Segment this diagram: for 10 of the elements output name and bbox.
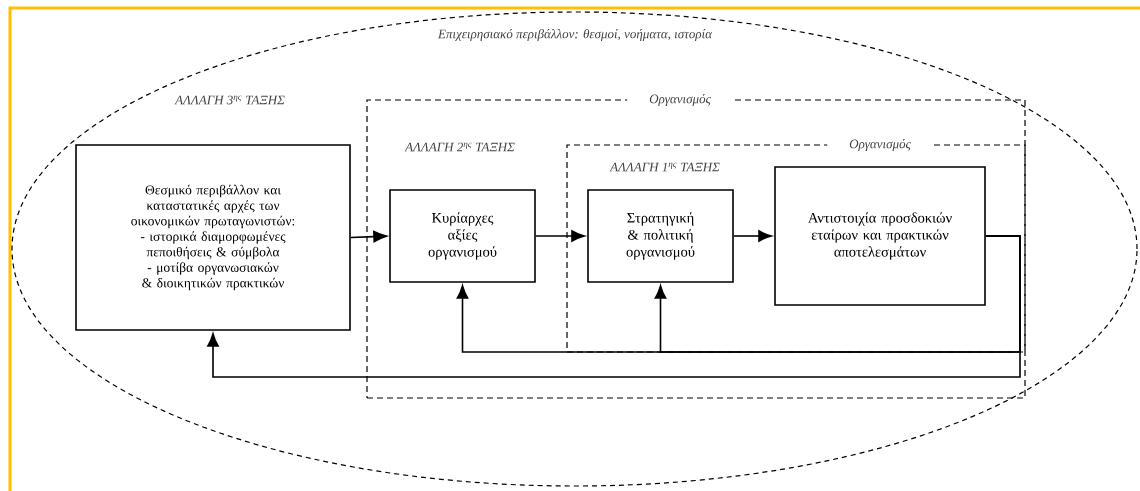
- process-box: Αντιστοιχία προσδοκιών εταίρων και πρακτικών αποτελεσμάτων: [774, 166, 986, 306]
- arrow: [535, 230, 585, 242]
- arrow: [733, 230, 772, 242]
- ellipse-label: ΑΛΛΑΓΗ 3$^{ης}$ ΤΑΞΗΣ: [174, 95, 285, 105]
- process-box: Στρατηγική & πολιτική οργανισμού: [587, 189, 734, 283]
- process-box: Κυρίαρχες αξίες οργανισμού: [389, 189, 536, 283]
- arrow: [350, 230, 387, 243]
- process-box: Θεσμικό περιβάλλον και καταστατικές αρχές των οικονομικών πρωταγωνιστών: - ιστορικά διαμορφωμένες πεποιθήσεις & σύμβολα - μοτίβα οργανωσιακών & διοικητικών πρακτικών: [75, 144, 351, 331]
- arrow: [207, 235, 1021, 378]
- ellipse-label: Επιχειρησιακό περιβάλλον: θεσμοί, νοήματα, ιστορία: [437, 29, 713, 41]
